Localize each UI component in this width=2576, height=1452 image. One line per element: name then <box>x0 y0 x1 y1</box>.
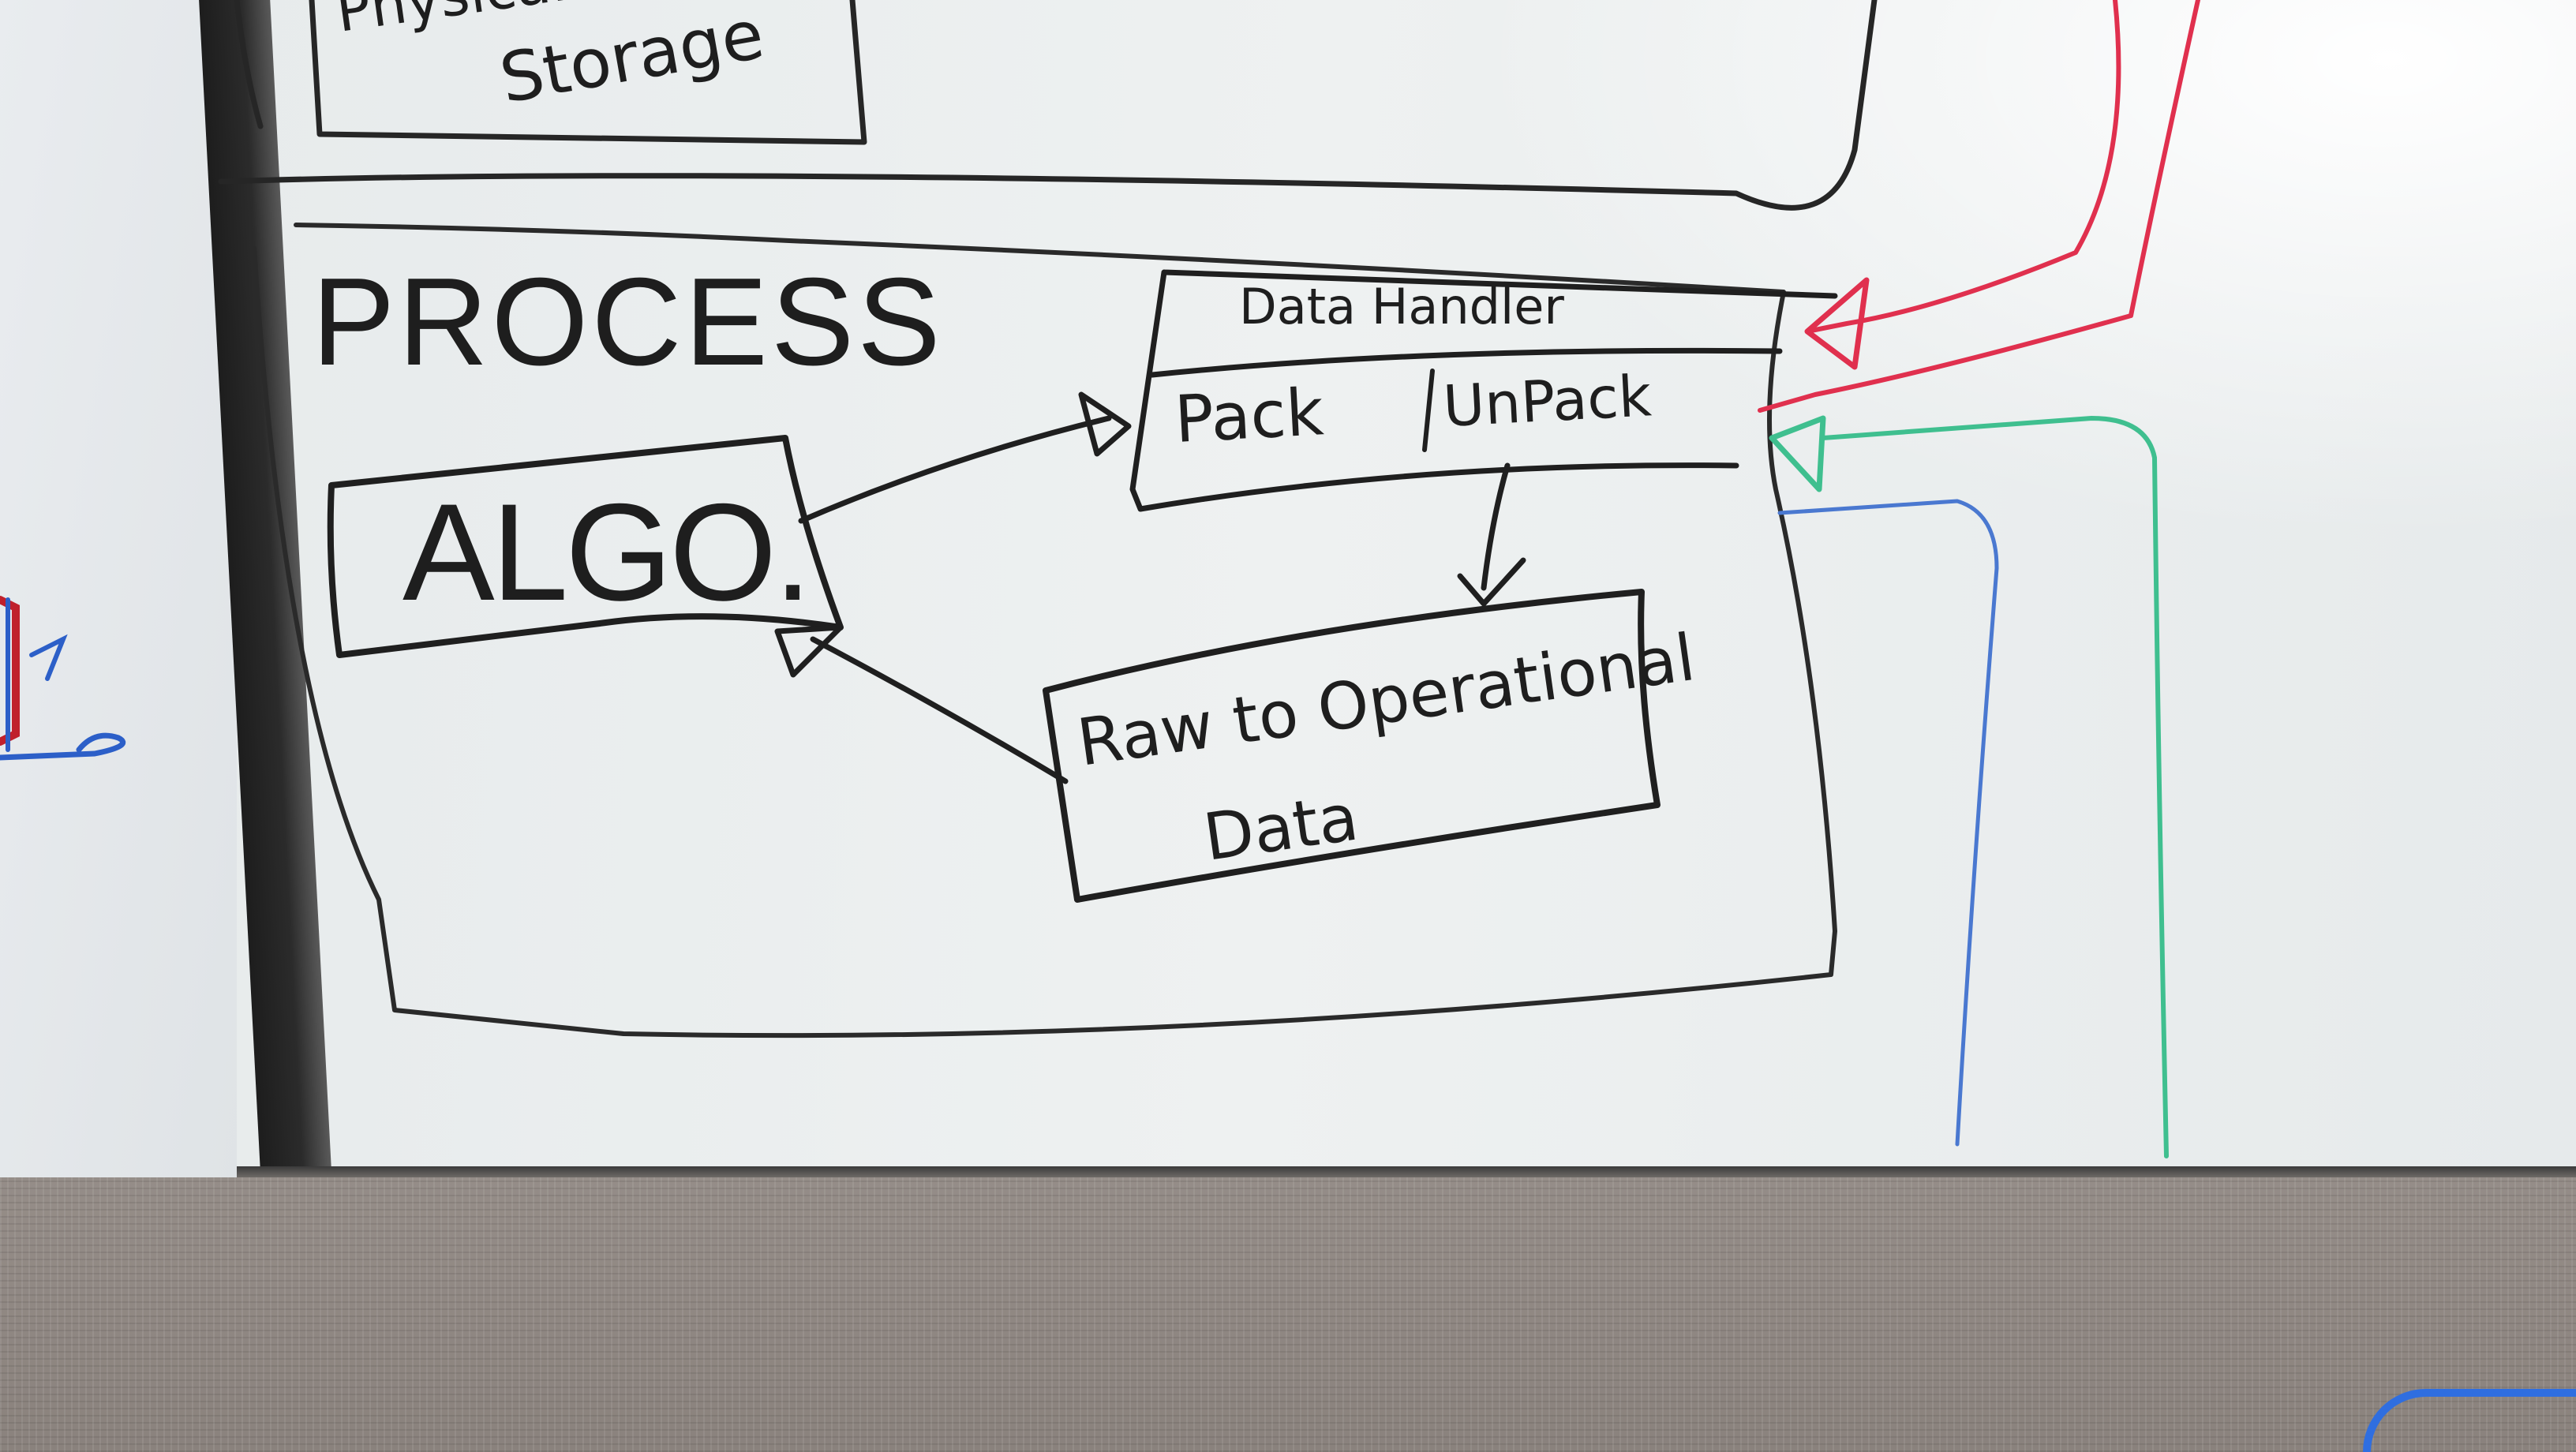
whiteboard-bottom-edge <box>237 1166 2576 1177</box>
unpack-label: UnPack <box>1441 362 1653 440</box>
pack-label: Pack <box>1173 375 1326 458</box>
blue-line <box>1777 499 1999 1147</box>
adjacent-whiteboard <box>0 0 237 1199</box>
arrowhead-raw <box>1457 557 1526 607</box>
arrow-unpack-to-raw <box>1481 462 1511 591</box>
data-handler-title: Data Handler <box>1239 278 1564 335</box>
pack-unpack-divider <box>1422 369 1435 452</box>
red-line-inner <box>1758 0 2200 413</box>
red-line-outer <box>1805 0 2121 334</box>
process-title: PROCESS <box>312 253 944 391</box>
cubicle-fabric-wall <box>0 1177 2576 1452</box>
storage-section <box>218 0 1878 211</box>
arrowhead-pack <box>1078 391 1132 457</box>
storage-region-outline <box>218 0 1878 211</box>
data-handler-box <box>1129 269 1838 512</box>
green-arrowhead <box>1769 415 1826 492</box>
physical-storage-label-line2: Storage <box>494 0 769 119</box>
process-container <box>252 223 1837 1038</box>
adjacent-board-scribble <box>0 596 126 761</box>
marker-connections <box>1758 0 2200 1158</box>
flow-arrows <box>774 391 1526 784</box>
physical-storage-box <box>309 0 867 145</box>
algo-label: ALGO. <box>402 476 809 630</box>
arrow-raw-to-algo <box>810 636 1069 784</box>
arrow-algo-to-pack <box>798 415 1112 524</box>
whiteboard <box>237 0 2576 1184</box>
raw-to-operational-line2: Data <box>1200 780 1363 875</box>
green-line <box>1821 416 2169 1158</box>
arrowhead-algo <box>774 624 844 678</box>
red-arrowhead <box>1804 277 1870 370</box>
raw-to-operational-line1: Raw to Operational <box>1073 620 1700 781</box>
raw-to-operational-box <box>1043 589 1661 903</box>
